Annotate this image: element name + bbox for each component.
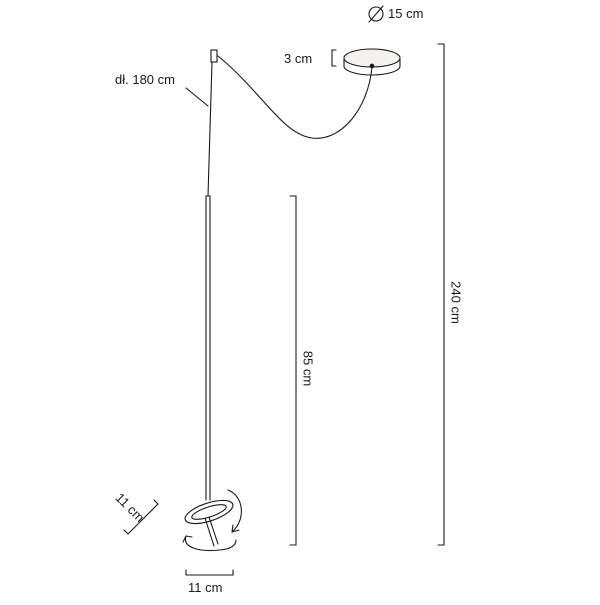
ceiling-canopy [343,48,401,76]
lamp-height-label: 85 cm [300,350,316,387]
cable-pointer [185,87,209,107]
cable-clip [210,49,218,63]
head-width-label: 11 cm [188,580,223,595]
canopy-height-label: 3 cm [284,51,313,66]
canopy-height-bracket [331,49,337,67]
lamp-head [184,499,234,547]
power-cable [217,55,373,139]
cable-drop [207,61,213,197]
lamp-height-bracket [289,195,297,546]
rotation-arrows-icon [182,489,242,552]
head-height-bracket [123,499,159,535]
canopy-diameter-label: 15 cm [388,6,424,21]
total-height-bracket [437,43,445,546]
head-width-bracket [185,569,234,576]
diameter-icon [368,5,384,23]
lamp-rod [205,195,211,501]
total-height-label: 240 cm [448,281,464,324]
cable-length-label: dł. 180 cm [115,72,175,87]
